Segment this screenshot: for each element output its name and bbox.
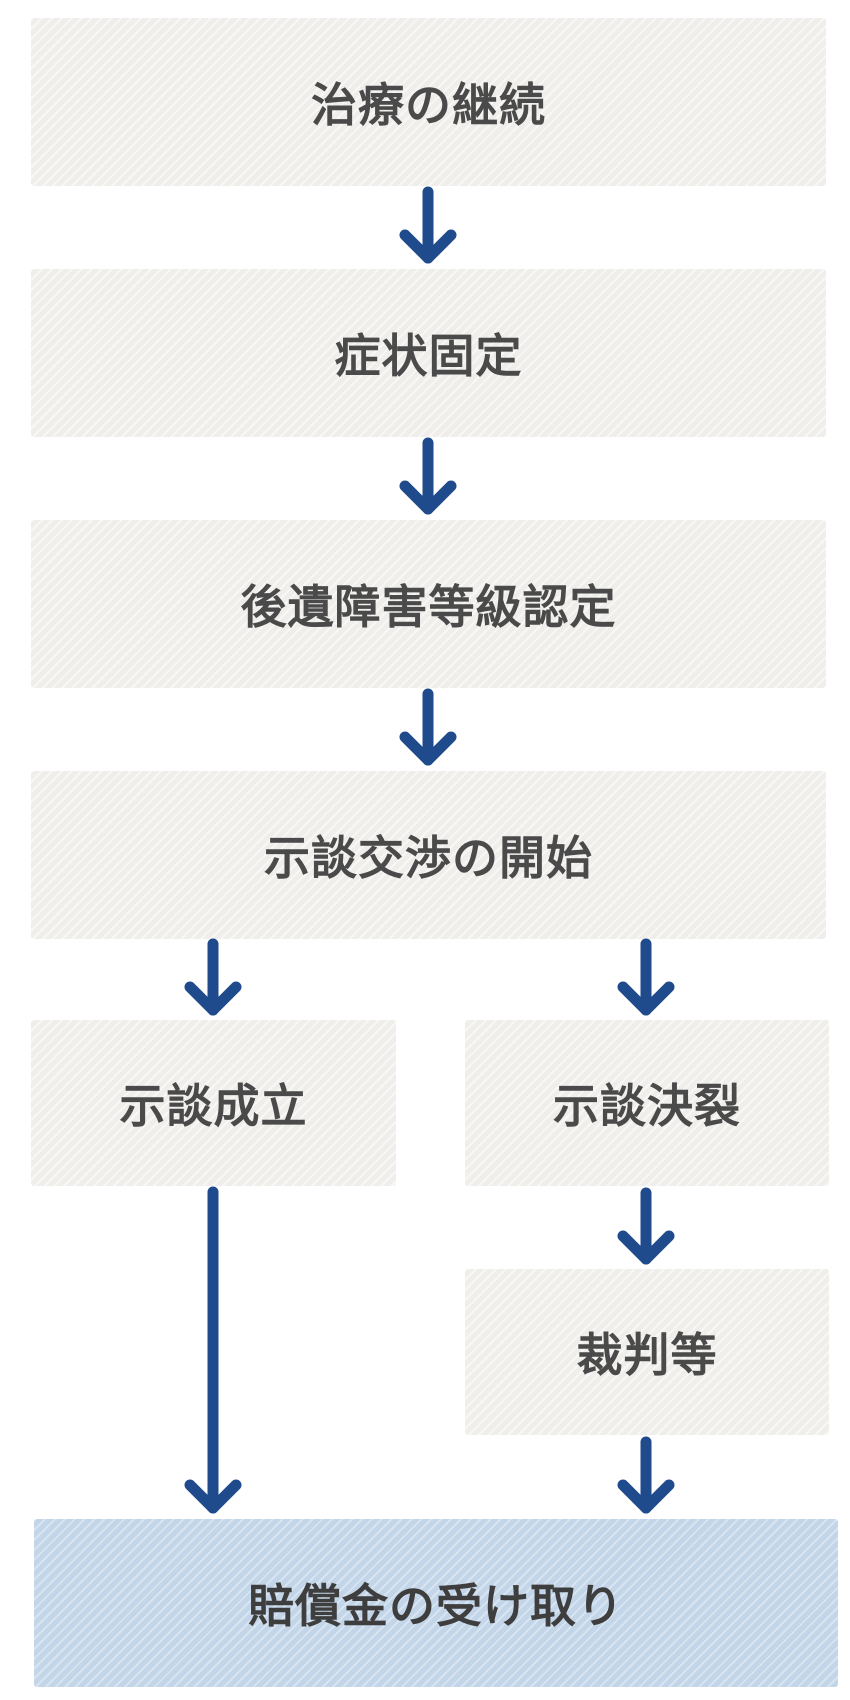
arrow-down-icon: [184, 1186, 242, 1514]
arrow-down-icon: [617, 1436, 675, 1514]
step-symptom-fixed-box: 症状固定: [31, 269, 826, 437]
step-settlement-reached-label: 示談成立: [119, 1079, 308, 1133]
arrow-down-icon: [184, 938, 242, 1016]
arrow-down-icon: [399, 688, 457, 766]
step-disability-grade-label: 後遺障害等級認定: [240, 580, 617, 634]
arrow-down-icon: [399, 186, 457, 264]
step-compensation-box: 賠償金の受け取り: [34, 1519, 838, 1687]
step-negotiation-start-label: 示談交渉の開始: [264, 831, 593, 885]
arrow-down-icon: [617, 938, 675, 1016]
arrow-down-icon: [399, 437, 457, 515]
step-settlement-reached-box: 示談成立: [31, 1020, 396, 1186]
step-treatment-box: 治療の継続: [31, 18, 826, 186]
step-court-label: 裁判等: [576, 1328, 718, 1382]
arrow-down-icon: [617, 1187, 675, 1265]
step-negotiation-start-box: 示談交渉の開始: [31, 771, 826, 939]
step-settlement-failed-label: 示談決裂: [553, 1079, 741, 1133]
step-settlement-failed-box: 示談決裂: [465, 1020, 829, 1186]
step-treatment-label: 治療の継続: [311, 78, 546, 132]
step-court-box: 裁判等: [465, 1269, 829, 1435]
step-compensation-label: 賠償金の受け取り: [248, 1579, 624, 1633]
step-symptom-fixed-label: 症状固定: [334, 329, 523, 383]
step-disability-grade-box: 後遺障害等級認定: [31, 520, 826, 688]
